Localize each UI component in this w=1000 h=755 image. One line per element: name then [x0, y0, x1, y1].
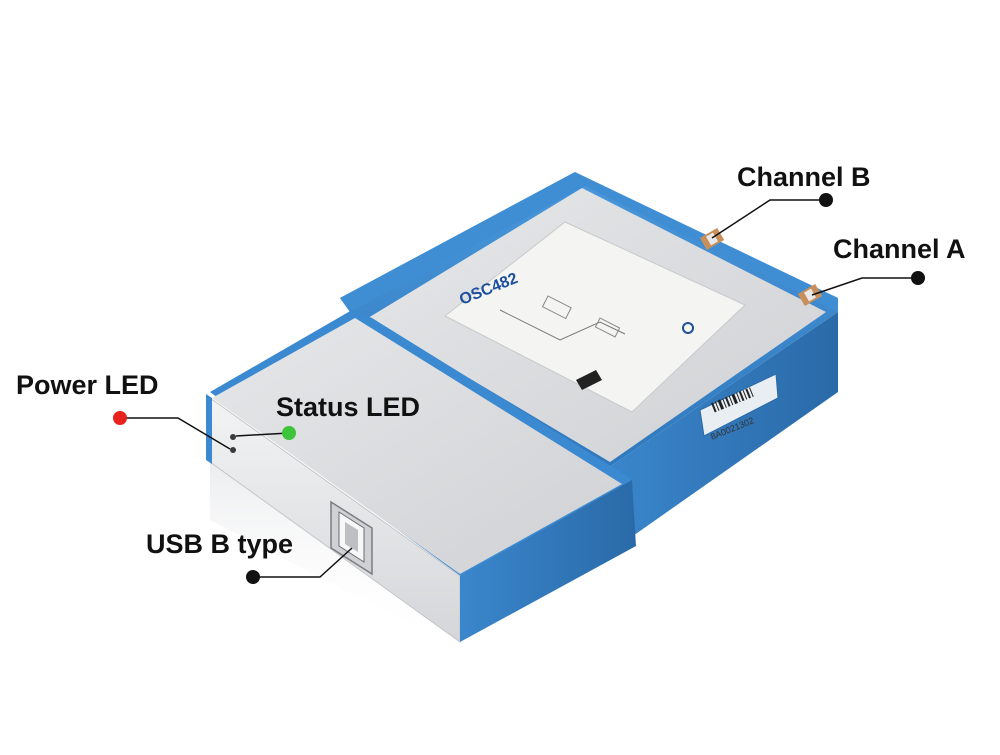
callout-lines — [120, 199, 918, 578]
power-line — [120, 417, 231, 450]
status-line — [235, 432, 290, 437]
usb-dot — [246, 570, 260, 584]
device-label — [444, 221, 746, 413]
channel-a-dot — [911, 271, 925, 285]
usb-port — [330, 500, 373, 576]
channel-a-connector — [797, 283, 823, 307]
channel-a-label: Channel A — [833, 234, 966, 264]
front-side-right — [460, 480, 636, 642]
channel-b-dot — [819, 193, 833, 207]
status-led-dot — [282, 426, 296, 440]
usb-b-type-label: USB B type — [146, 529, 294, 559]
power-led-label: Power LED — [16, 370, 159, 400]
power-led-dot — [113, 411, 127, 425]
channel-b-line — [711, 199, 826, 239]
reflection — [210, 460, 458, 650]
barcode — [711, 387, 754, 413]
power-led-hole — [230, 447, 236, 453]
channel-a-line — [811, 277, 918, 296]
usb-line — [253, 547, 353, 578]
case-right-end — [605, 312, 838, 552]
channel-b-label: Channel B — [737, 162, 871, 192]
status-led-hole — [230, 434, 236, 440]
serial-window — [699, 373, 779, 437]
status-led-label: Status LED — [276, 392, 421, 422]
